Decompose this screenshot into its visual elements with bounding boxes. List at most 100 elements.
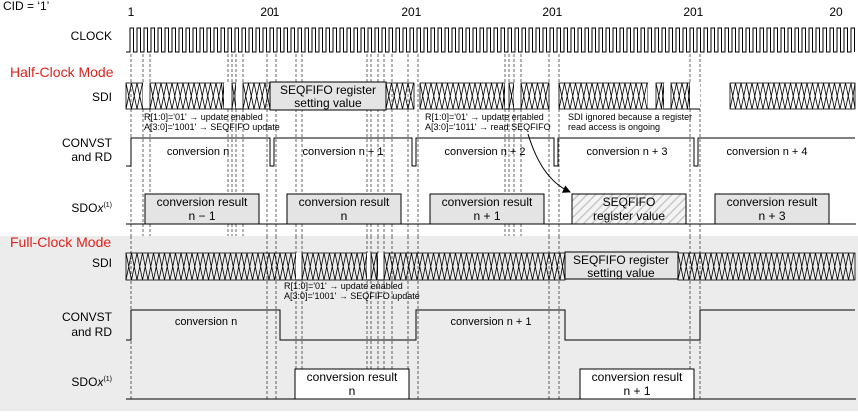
sdo-label-italic: x bbox=[96, 201, 104, 215]
full-note-update-line2: A[3:0]='1001' → SEQFIFO update bbox=[284, 291, 420, 301]
half-sdi-bus bbox=[419, 82, 506, 110]
cycle-number: 1 bbox=[273, 5, 280, 19]
half-conversion-label: conversion n bbox=[167, 146, 229, 158]
full-sdo-box-line2: n bbox=[349, 384, 356, 398]
full-sdi-bus bbox=[301, 252, 368, 281]
cycle-number: 1 bbox=[415, 5, 422, 19]
half-sdi-bus bbox=[149, 82, 225, 110]
half-sdo-box-line2: n − 1 bbox=[188, 209, 215, 223]
convst-signal-label: CONVST bbox=[62, 136, 113, 150]
half-sdo-box-line1: SEQFIFO bbox=[603, 195, 656, 209]
half-conversion-label: conversion n + 1 bbox=[302, 146, 383, 158]
half-note-ignored-line1: SDI ignored because a register bbox=[568, 112, 692, 122]
full-sdi-gap bbox=[378, 253, 384, 280]
sdo-label-italic: x bbox=[96, 375, 104, 389]
half-note-read-line2: A[3:0]='1011' → read SEQFIFO bbox=[425, 122, 551, 132]
half-sdi-bus bbox=[385, 82, 414, 110]
half-sdi-seqfifo-setting-box bbox=[269, 81, 387, 111]
full-sdi-gap bbox=[296, 253, 302, 280]
half-note-update-line1: R[1:0]='01' → update enabled bbox=[144, 112, 263, 122]
half-sdi-gap bbox=[224, 83, 232, 109]
half-sdi-bus-outline bbox=[729, 82, 856, 110]
sdi-signal-label: SDI bbox=[92, 90, 112, 104]
half-conversion-label: conversion n + 2 bbox=[444, 146, 525, 158]
sdi-signal-label: SDI bbox=[92, 256, 112, 270]
half-sdi-bus bbox=[242, 82, 271, 110]
half-sdo-box-line1: conversion result bbox=[157, 195, 248, 209]
cycle-number: 20 bbox=[829, 5, 843, 19]
half-sdo-box-line1: conversion result bbox=[442, 195, 533, 209]
full-sdo-box-line1: conversion result bbox=[592, 370, 683, 384]
half-sdi-bus bbox=[520, 82, 549, 110]
half-sdo-box-line2: n bbox=[341, 209, 348, 223]
half-sdo-boxes: conversion result n − 1 conversion resul… bbox=[144, 193, 830, 225]
full-sdi-seqfifo-box-line1: SEQFIFO register bbox=[573, 253, 669, 267]
full-conversion-label: conversion n + 1 bbox=[450, 316, 531, 328]
clock-waveform bbox=[126, 27, 855, 53]
half-note-update-line2: A[3:0]='1001' → SEQFIFO update bbox=[144, 122, 280, 132]
read-seqfifo-arrow bbox=[527, 133, 571, 193]
half-note-ignored-line2: read access is ongoing bbox=[568, 122, 660, 132]
sdo-label-prefix: SDO bbox=[71, 201, 97, 215]
convst-signal-label-2: and RD bbox=[71, 325, 112, 339]
full-sdi-bus bbox=[370, 252, 379, 281]
full-sdi-bus bbox=[125, 252, 297, 281]
sdo-signal-label: SDOx(1) bbox=[71, 375, 112, 389]
half-note-read-line1: R[1:0]='01' → update enabled bbox=[425, 112, 544, 122]
half-clock-mode-title: Half-Clock Mode bbox=[10, 64, 114, 80]
half-sdi-gap bbox=[514, 83, 521, 109]
full-clock-section-background bbox=[0, 236, 858, 411]
cycle-number: 20 bbox=[401, 5, 415, 19]
half-sdi-bus bbox=[558, 82, 648, 110]
sdo-signal-label: SDOx(1) bbox=[71, 201, 112, 215]
cycle-number: 1 bbox=[128, 5, 135, 19]
full-sdi-seqfifo-setting-box bbox=[564, 251, 679, 280]
half-sdi-seqfifo-box-line1: SEQFIFO register bbox=[280, 83, 376, 97]
full-sdo-box bbox=[294, 368, 410, 400]
full-sdi-gap bbox=[367, 253, 371, 280]
half-sdi-bus bbox=[729, 82, 856, 110]
half-sdo-seqfifo-value-box bbox=[571, 193, 687, 225]
half-sdo-box-line2: n + 3 bbox=[758, 209, 785, 223]
cycle-number: 20 bbox=[683, 5, 697, 19]
convst-signal-label-2: and RD bbox=[71, 150, 112, 164]
half-sdo-box-line1: conversion result bbox=[727, 195, 818, 209]
convst-signal-label: CONVST bbox=[62, 310, 113, 324]
full-sdi-bus bbox=[677, 252, 855, 281]
full-sdo-box bbox=[579, 368, 695, 400]
clock-signal-label: CLOCK bbox=[71, 29, 112, 43]
half-sdo-box-line2: register value bbox=[593, 209, 665, 223]
half-sdi-seqfifo-box-line2: setting value bbox=[294, 96, 362, 110]
half-sdi-gap bbox=[143, 83, 150, 109]
half-sdi-gap bbox=[236, 83, 243, 109]
half-sdo-box bbox=[714, 193, 830, 225]
full-sdo-box-line1: conversion result bbox=[307, 370, 398, 384]
cycle-number: 20 bbox=[260, 5, 274, 19]
sdo-label-superscript: (1) bbox=[103, 202, 112, 209]
half-sdi-bus bbox=[508, 82, 515, 110]
cycle-number: 1 bbox=[697, 5, 704, 19]
half-sdo-box bbox=[286, 193, 402, 225]
half-sdi-bus bbox=[655, 82, 665, 110]
clock-trace bbox=[126, 27, 855, 53]
half-conversion-label: conversion n + 4 bbox=[726, 146, 807, 158]
half-sdi-gap bbox=[664, 83, 671, 109]
half-sdi-gap bbox=[690, 83, 700, 109]
cid-label: CID = ‘1’ bbox=[3, 0, 49, 13]
half-sdi-bus-outline bbox=[520, 82, 550, 110]
full-sdi-seqfifo-box-line2: setting value bbox=[587, 266, 655, 280]
half-sdo-box-line1: conversion result bbox=[299, 195, 390, 209]
half-sdo-box bbox=[429, 193, 545, 225]
full-sdo-boxes: conversion result n conversion result n … bbox=[294, 368, 695, 400]
cycle-number: 20 bbox=[542, 5, 556, 19]
full-convst-trace bbox=[126, 309, 855, 341]
full-conversion-label: conversion n bbox=[175, 316, 237, 328]
full-clock-mode-title: Full-Clock Mode bbox=[10, 234, 111, 250]
full-sdo-box-line2: n + 1 bbox=[623, 384, 650, 398]
half-convst-trace bbox=[126, 137, 855, 167]
sdo-label-prefix: SDO bbox=[71, 375, 97, 389]
full-note-update-line1: R[1:0]='01' → update enabled bbox=[284, 281, 403, 291]
cycle-number: 1 bbox=[556, 5, 563, 19]
cycle-numbers: 1 20 1 20 1 20 1 20 1 20 bbox=[128, 5, 843, 19]
